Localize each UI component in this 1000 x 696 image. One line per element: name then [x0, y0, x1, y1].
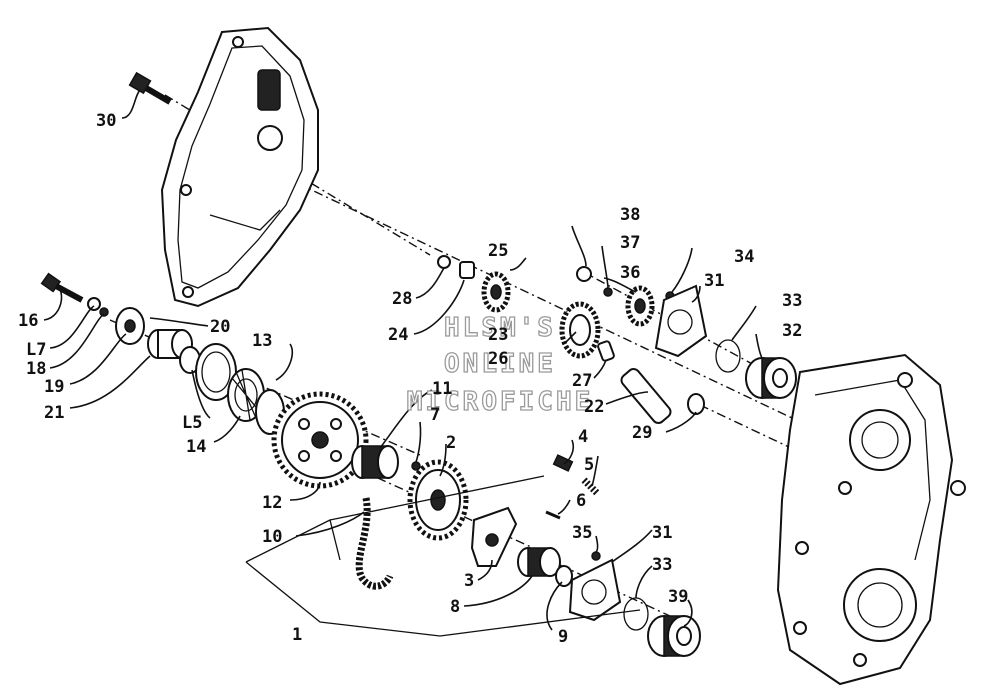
part-label-36: 36 [620, 263, 640, 283]
washer-37 [603, 287, 613, 297]
part-label-14: 14 [186, 437, 206, 457]
chain-10 [355, 497, 394, 590]
tensioner-3 [470, 506, 518, 567]
washer-29 [687, 393, 705, 415]
part-label-34: 34 [734, 247, 754, 267]
gear-26 [481, 271, 511, 313]
part-label-15: L5 [182, 413, 202, 433]
nut-38 [576, 266, 592, 282]
part-label-25: 25 [488, 241, 508, 261]
part-label-37: 37 [620, 233, 640, 253]
part-label-12: 12 [262, 493, 282, 513]
part-label-38-top: 38 [620, 205, 640, 225]
pin-7 [411, 461, 421, 471]
washer-9 [555, 565, 573, 587]
washer-28 [437, 255, 451, 269]
part-label-5: 5 [584, 455, 594, 475]
part-label-20: 20 [210, 317, 230, 337]
oring-33-upper [715, 339, 741, 373]
part-labels: 30 16 L7 18 19 20 21 13 L5 14 12 11 7 2 … [18, 111, 802, 647]
shim-13-inner [201, 351, 231, 393]
washer-17 [87, 297, 101, 311]
part-label-9: 9 [558, 627, 568, 647]
spacer-24 [459, 261, 475, 279]
part-label-3: 3 [464, 571, 474, 591]
needle-bearing-11 [351, 445, 399, 479]
watermark: HLSM'S ONLINE MICROFICHE [406, 312, 594, 417]
part-label-4: 4 [578, 427, 588, 447]
part-label-11: 11 [432, 379, 452, 399]
part-label-35: 35 [572, 523, 592, 543]
part-label-24: 24 [388, 325, 408, 345]
part-label-30: 30 [96, 111, 116, 131]
bolt-4 [552, 454, 574, 472]
part-label-28: 28 [392, 289, 412, 309]
bolt-6 [545, 510, 561, 520]
bearing-39 [647, 615, 701, 657]
gear-23 [559, 301, 601, 359]
gear-2 [407, 459, 469, 541]
part-label-26: 26 [488, 349, 508, 369]
part-label-6: 6 [576, 491, 586, 511]
cover-plate-31-lower [568, 558, 622, 622]
watermark-line-1: HLSM'S [444, 313, 556, 343]
leader-lines [43, 89, 763, 631]
chaincase-cover [160, 26, 319, 308]
watermark-line-2: ONLINE [444, 349, 556, 379]
part-label-27: 27 [572, 371, 592, 391]
gear-36 [625, 285, 655, 327]
part-label-23: 23 [488, 325, 508, 345]
part-label-31-lower: 31 [652, 523, 672, 543]
part-label-13: 13 [252, 331, 272, 351]
part-label-19: 19 [44, 377, 64, 397]
cage-bearing-14 [227, 368, 265, 422]
part-label-21: 21 [44, 403, 64, 423]
spring-5 [581, 477, 601, 497]
shaft-22 [620, 368, 672, 424]
part-label-1: 1 [292, 625, 302, 645]
part-label-33-upper: 33 [782, 291, 802, 311]
bearing-32 [745, 357, 797, 399]
watermark-line-3: MICROFICHE [407, 387, 594, 417]
sprocket-12 [271, 391, 369, 489]
part-label-29: 29 [632, 423, 652, 443]
part-label-33-lower: 33 [652, 555, 672, 575]
bolt-30 [128, 71, 172, 105]
gearcase-housing [776, 353, 966, 686]
part-label-8: 8 [450, 597, 460, 617]
part-label-17: L7 [26, 340, 46, 360]
part-label-2: 2 [446, 433, 456, 453]
part-label-32: 32 [782, 321, 802, 341]
key-27 [597, 340, 615, 362]
washer-19-hole [124, 319, 136, 333]
part-label-10: 10 [262, 527, 282, 547]
cover-plate-31-upper [654, 284, 708, 358]
part-label-39: 39 [668, 587, 688, 607]
oring-33-lower [623, 597, 649, 631]
part-label-7: 7 [430, 405, 440, 425]
washer-18 [99, 307, 109, 317]
part-label-31-upper: 31 [704, 271, 724, 291]
dowel-35 [591, 551, 601, 561]
bearing-8 [517, 547, 561, 577]
assembly-1-bracket [245, 475, 641, 637]
part-label-22: 22 [584, 397, 604, 417]
part-label-18: 18 [26, 359, 46, 379]
part-label-16: 16 [18, 311, 38, 331]
